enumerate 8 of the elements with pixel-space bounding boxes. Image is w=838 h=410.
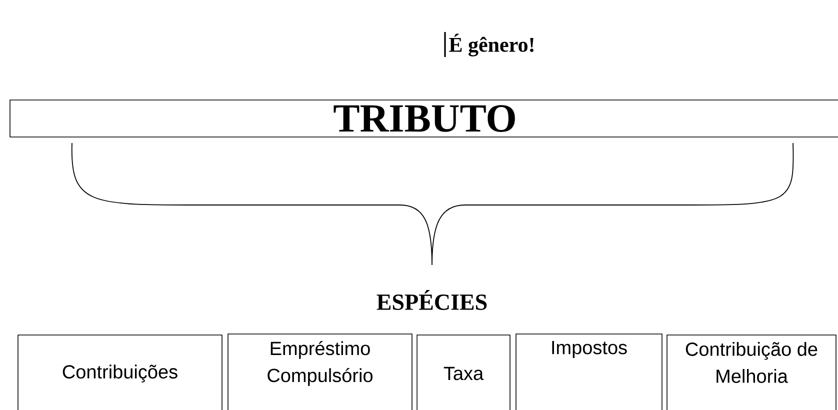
gen-label: É gênero! bbox=[449, 34, 534, 56]
category-box: Taxa bbox=[416, 334, 510, 410]
category-box: Contribuição de Melhoria bbox=[666, 334, 836, 410]
section-heading: ESPÉCIES bbox=[376, 290, 487, 310]
category-box: Impostos bbox=[516, 334, 662, 410]
title-box: TRIBUTO bbox=[10, 100, 838, 138]
category-box: Contribuições bbox=[18, 334, 222, 410]
category-box: Empréstimo Compulsório bbox=[228, 334, 412, 410]
